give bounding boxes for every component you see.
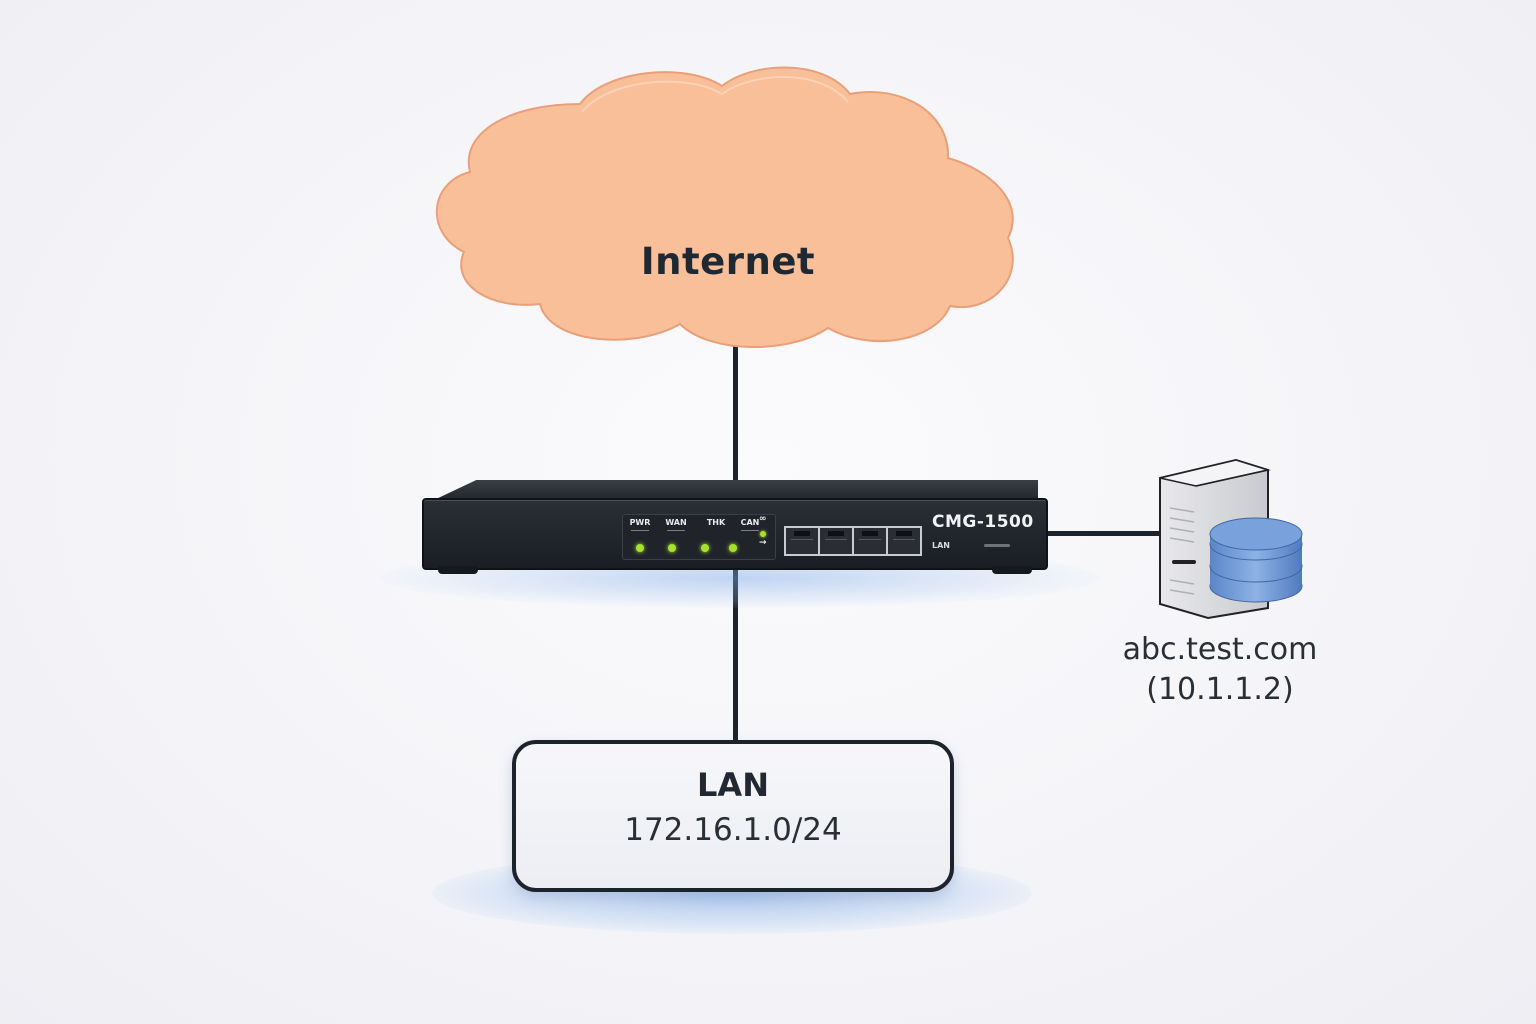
lan-subnet: 172.16.1.0/24	[624, 812, 842, 848]
internet-cloud: Internet	[430, 62, 1026, 348]
link-indicator-icon: ∞	[759, 514, 767, 524]
led-sublabel	[623, 530, 657, 532]
led-label-wan: WAN	[665, 518, 687, 527]
lan-node: LAN 172.16.1.0/24	[512, 740, 954, 892]
cloud-icon	[436, 66, 1014, 348]
router-foot-left	[438, 566, 478, 574]
server-ip: (10.1.1.2)	[1146, 672, 1294, 707]
led-sublabel	[659, 530, 693, 532]
led-label-pwr: PWR	[629, 518, 651, 527]
ethernet-port-4[interactable]	[888, 528, 920, 554]
link-internet-router	[733, 344, 738, 484]
led-link	[760, 531, 766, 537]
router-foot-right	[992, 566, 1032, 574]
arrow-right-icon: →	[759, 538, 767, 548]
lan-title: LAN	[697, 766, 769, 804]
led-pwr	[636, 544, 644, 552]
ethernet-port-2[interactable]	[820, 528, 852, 554]
link-router-server	[1044, 531, 1164, 536]
link-router-lan	[733, 570, 738, 742]
led-label-thk: THK	[706, 518, 726, 527]
led-thk	[701, 544, 709, 552]
router-model-label: CMG-1500	[932, 512, 1034, 532]
lan-ports	[784, 526, 922, 556]
router-lan-label: LAN	[932, 541, 950, 550]
ethernet-port-1[interactable]	[786, 528, 818, 554]
internet-label: Internet	[640, 240, 816, 283]
ethernet-port-3[interactable]	[854, 528, 886, 554]
led-wan	[668, 544, 676, 552]
led-can	[729, 544, 737, 552]
router-top-panel	[434, 480, 1038, 500]
led-label-can: CAN	[740, 518, 760, 527]
router-front-panel: PWR WAN THK CAN ∞ → CMG-1500 LAN	[422, 498, 1048, 570]
led-panel: PWR WAN THK CAN	[622, 514, 776, 560]
server-hostname: abc.test.com	[1122, 632, 1318, 667]
server-database-icon	[1150, 452, 1310, 622]
vent-slot	[984, 544, 1010, 547]
router-cmg-1500: PWR WAN THK CAN ∞ → CMG-1500 LAN	[422, 480, 1048, 574]
